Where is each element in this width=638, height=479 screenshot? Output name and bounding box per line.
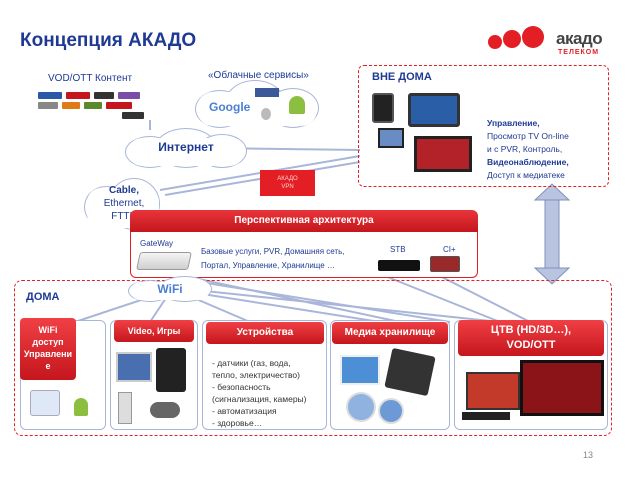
internet-cloud: Интернет	[125, 128, 247, 170]
devices-module-label: Устройства	[206, 322, 324, 344]
access-line-ethernet: Ethernet,	[103, 198, 145, 209]
tablet-icon	[156, 348, 186, 392]
slide-title: Концепция АКАДО	[20, 30, 197, 51]
tv-module-line: VOD/OTT	[506, 339, 556, 351]
tv-module-line: ЦТВ (HD/3D…),	[490, 324, 572, 336]
devices-item: (сигнализация, камеры)	[212, 394, 307, 404]
home-panel	[14, 280, 612, 436]
gateway-router-icon	[136, 252, 192, 270]
disc-icon	[378, 398, 404, 424]
tv-icon	[520, 360, 604, 416]
wifi-label: WiFi	[157, 282, 183, 296]
router-icon	[30, 390, 60, 416]
cloud-services-cloud: Google	[195, 80, 320, 130]
devices-list: - датчики (газ, вода, тепло, электричест…	[212, 357, 332, 429]
akado-logo: акадо ТЕЛЕКОМ	[486, 22, 616, 62]
devices-item: - автоматизация	[212, 406, 277, 416]
vpn-line1: АКАДО	[277, 176, 298, 182]
wifi-module-line: Управлени	[23, 349, 73, 359]
apple-logo-icon	[261, 108, 271, 120]
outside-line: Управление,	[487, 118, 540, 128]
tv-module-label: ЦТВ (HD/3D…), VOD/OTT	[458, 320, 604, 356]
laptop-icon	[378, 128, 404, 148]
set-top-box-icon	[378, 260, 420, 271]
smartphone-icon	[372, 93, 394, 123]
google-logo-icon: Google	[209, 100, 251, 114]
ci-label: CI+	[443, 245, 456, 254]
outside-home-description: Управление, Просмотр TV On-line и с PVR,…	[487, 117, 605, 182]
wifi-cloud: WiFi	[128, 276, 212, 304]
architecture-header: Перспективная архитектура	[130, 210, 478, 232]
media-module-label: Медиа хранилище	[332, 322, 448, 344]
vod-provider-logos	[38, 92, 150, 120]
vod-content-label: VOD/OTT Контент	[48, 73, 133, 84]
outside-line: Доступ к медиатеке	[487, 170, 565, 180]
bidirectional-arrow-icon	[533, 183, 571, 285]
access-line-cable: Cable,	[108, 185, 139, 196]
services-line: Базовые услуги, PVR, Домашняя сеть,	[201, 247, 345, 256]
logo-dot-icon	[488, 35, 502, 49]
vpn-line2: VPN	[281, 184, 294, 190]
logo-dot-icon	[522, 26, 544, 48]
internet-label: Интернет	[158, 140, 214, 154]
devices-item: тепло, электричество)	[212, 370, 300, 380]
outside-line: Просмотр TV On-line	[487, 131, 569, 141]
monitor-icon	[116, 352, 152, 382]
devices-item: - датчики (газ, вода,	[212, 358, 291, 368]
logo-wordmark: акадо	[556, 29, 603, 48]
tablet-icon	[408, 93, 460, 127]
stb-label: STB	[390, 245, 406, 254]
outside-home-title: ВНЕ ДОМА	[372, 71, 432, 83]
ci-module-icon	[430, 256, 460, 272]
devices-item: - здоровье…	[212, 418, 263, 428]
logo-subtitle: ТЕЛЕКОМ	[558, 49, 600, 56]
game-console-icon	[118, 392, 132, 424]
logo-dot-icon	[503, 30, 521, 48]
outside-home-panel	[358, 65, 609, 187]
gateway-label: GateWay	[140, 239, 174, 248]
photo-icon	[340, 355, 380, 385]
outside-line: Видеонаблюдение,	[487, 157, 569, 167]
architecture-services: Базовые услуги, PVR, Домашняя сеть, Порт…	[201, 245, 344, 273]
services-line: Портал, Управление, Хранилище …	[201, 261, 335, 270]
outside-line: и с PVR, Контроль,	[487, 144, 563, 154]
wifi-module-line: WiFi	[38, 325, 58, 335]
access-line-ftth: FTTH	[111, 211, 137, 222]
facebook-logo-icon	[255, 88, 279, 97]
devices-item: - безопасность	[212, 382, 271, 392]
wifi-module-line: доступ	[32, 337, 64, 347]
set-top-box-icon	[462, 412, 510, 420]
android-icon	[289, 96, 305, 114]
gamepad-icon	[150, 402, 180, 418]
home-title: ДОМА	[26, 291, 60, 303]
tv-icon	[414, 136, 472, 172]
disc-icon	[346, 392, 376, 422]
vpn-box: АКАДО VPN	[260, 170, 315, 196]
android-icon	[74, 398, 88, 416]
wifi-module-line: е	[45, 361, 51, 371]
cloud-services-label: «Облачные сервисы»	[208, 70, 309, 81]
wifi-module-label: WiFi доступ Управлени е	[20, 318, 76, 380]
video-module-label: Video, Игры	[114, 320, 194, 342]
tv-icon	[466, 372, 520, 410]
page-number: 13	[583, 450, 594, 460]
